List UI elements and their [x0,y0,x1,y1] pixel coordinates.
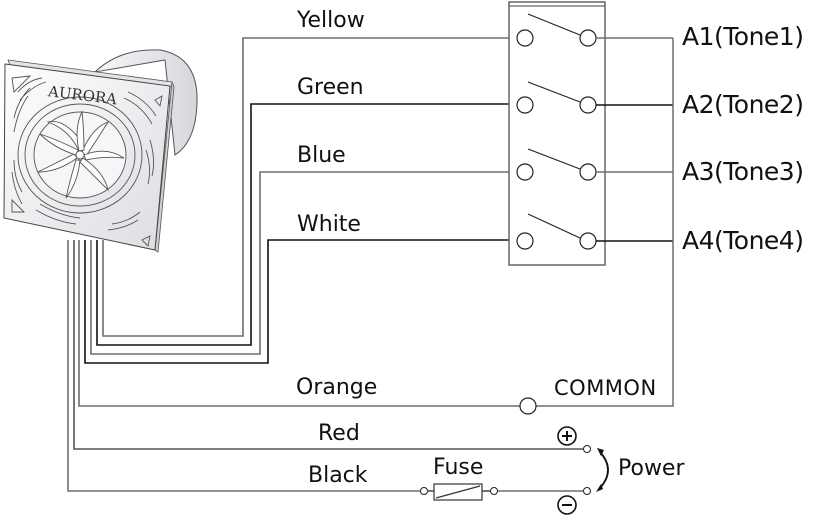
output-label-a4: A4(Tone4) [682,226,804,255]
wire-label-blue: Blue [297,143,346,168]
positive-icon [557,426,577,446]
fuse-icon [420,483,498,501]
wire-label-green: Green [297,75,364,100]
common-label: COMMON [554,376,657,400]
common-bus [535,37,674,407]
power-label: Power [618,456,685,481]
wire-label-orange: Orange [296,375,378,400]
speaker-device-icon [3,49,198,253]
wire-label-red: Red [318,421,360,446]
wire-bundle [67,37,583,492]
power-positive-terminal [583,445,591,453]
output-label-a3: A3(Tone3) [682,157,804,186]
common-terminal [519,397,537,415]
wire-label-black: Black [308,463,368,488]
power-negative-terminal [583,487,591,495]
wire-label-white: White [297,212,361,237]
output-label-a2: A2(Tone2) [682,90,804,119]
fuse-label: Fuse [433,455,484,480]
power-bracket-icon [596,448,609,492]
output-label-a1: A1(Tone1) [682,22,804,51]
switch-contacts [516,13,597,250]
wire-label-yellow: Yellow [297,8,365,33]
negative-icon [557,495,577,515]
